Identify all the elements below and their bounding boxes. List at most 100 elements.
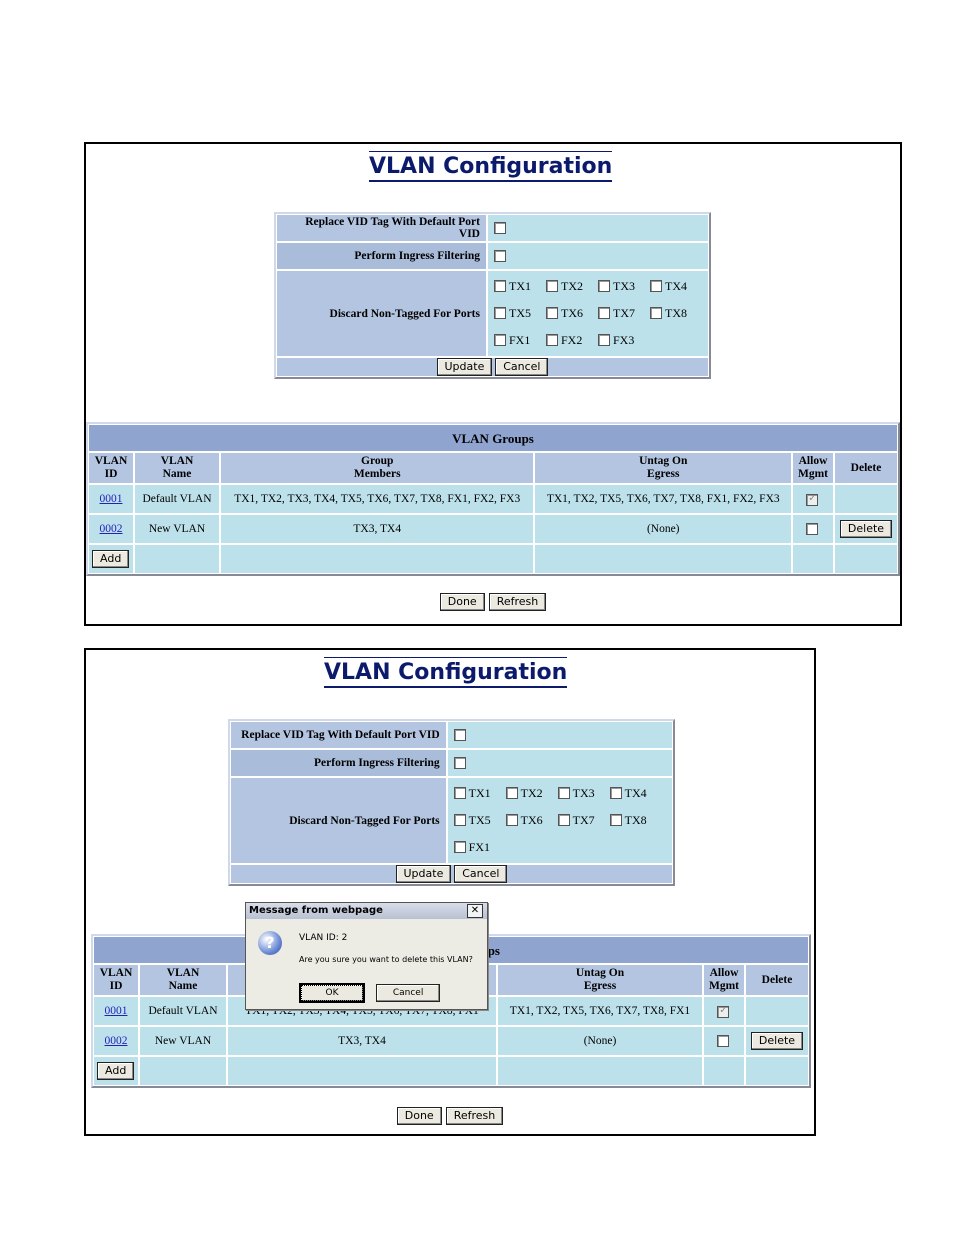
port-label: FX2 xyxy=(561,333,583,347)
untag-egress: (None) xyxy=(534,514,792,544)
vlan-name: New VLAN xyxy=(134,514,220,544)
port-checkbox[interactable] xyxy=(598,280,610,292)
table-row: 0002 New VLAN TX3, TX4 (None) Delete xyxy=(93,1026,809,1056)
port-label: TX4 xyxy=(624,786,647,800)
port-checkbox[interactable] xyxy=(557,814,570,826)
port-tx5-option[interactable]: TX5 xyxy=(494,306,546,321)
port-tx3-option[interactable]: TX3 xyxy=(557,786,610,801)
port-fx1-option[interactable]: FX1 xyxy=(494,333,546,348)
port-tx4-option[interactable]: TX4 xyxy=(650,279,702,294)
port-checkbox[interactable] xyxy=(598,334,610,346)
port-checkbox[interactable] xyxy=(494,280,506,292)
port-checkbox[interactable] xyxy=(546,307,558,319)
port-tx6-option[interactable]: TX6 xyxy=(546,306,598,321)
vlan-id-link-0001[interactable]: 0001 xyxy=(99,493,123,505)
port-fx2-option[interactable]: FX2 xyxy=(546,333,598,348)
refresh-button[interactable]: Refresh xyxy=(445,1107,504,1125)
port-tx1-option[interactable]: TX1 xyxy=(494,279,546,294)
port-label: TX2 xyxy=(520,786,543,800)
allow-mgmt-checkbox[interactable] xyxy=(716,1034,729,1047)
port-checkbox[interactable] xyxy=(557,787,570,799)
port-checkbox[interactable] xyxy=(650,280,662,292)
port-checkbox[interactable] xyxy=(453,841,466,853)
add-button[interactable]: Add xyxy=(92,550,130,568)
vlan-config-panel-2: VLAN Configuration Replace VID Tag With … xyxy=(84,648,816,1136)
port-tx6-option[interactable]: TX6 xyxy=(505,813,558,828)
port-label: TX1 xyxy=(468,786,491,800)
port-tx5-option[interactable]: TX5 xyxy=(453,813,506,828)
port-checkbox[interactable] xyxy=(650,307,662,319)
untag-egress: (None) xyxy=(497,1026,703,1056)
config-table: Replace VID Tag With Default Port VID Pe… xyxy=(274,212,711,379)
delete-button[interactable]: Delete xyxy=(839,520,893,538)
ingress-filtering-checkbox[interactable] xyxy=(453,756,466,769)
port-checkbox[interactable] xyxy=(546,280,558,292)
port-tx4-option[interactable]: TX4 xyxy=(609,786,662,801)
replace-vid-checkbox[interactable] xyxy=(494,221,506,234)
update-button[interactable]: Update xyxy=(436,358,493,376)
vlan-name: New VLAN xyxy=(139,1026,227,1056)
cancel-button[interactable]: Cancel xyxy=(454,865,508,883)
add-button[interactable]: Add xyxy=(97,1062,135,1080)
port-tx8-option[interactable]: TX8 xyxy=(609,813,662,828)
untag-egress: TX1, TX2, TX5, TX6, TX7, TX8, FX1 xyxy=(497,996,703,1026)
ingress-filtering-checkbox[interactable] xyxy=(494,249,506,262)
port-label: TX3 xyxy=(613,279,635,293)
port-checkbox[interactable] xyxy=(453,787,466,799)
port-label: TX5 xyxy=(468,813,491,827)
port-checkbox[interactable] xyxy=(609,814,622,826)
delete-button[interactable]: Delete xyxy=(750,1032,804,1050)
port-label: TX8 xyxy=(624,813,647,827)
header-delete: Delete xyxy=(834,452,898,484)
cancel-button[interactable]: Cancel xyxy=(495,358,549,376)
table-row: 0002 New VLAN TX3, TX4 (None) Delete xyxy=(88,514,898,544)
confirm-delete-dialog: Message from webpage ✕ ? VLAN ID: 2 Are … xyxy=(245,902,488,1010)
vlan-config-panel-1: VLAN Configuration Replace VID Tag With … xyxy=(84,142,902,626)
port-checkbox[interactable] xyxy=(598,307,610,319)
done-button[interactable]: Done xyxy=(439,593,485,611)
port-tx2-option[interactable]: TX2 xyxy=(546,279,598,294)
ok-button[interactable]: OK xyxy=(299,983,365,1003)
vlan-id-link-0001[interactable]: 0001 xyxy=(104,1005,128,1017)
port-tx8-option[interactable]: TX8 xyxy=(650,306,702,321)
port-checkbox[interactable] xyxy=(505,814,518,826)
replace-vid-label: Replace VID Tag With Default Port VID xyxy=(276,214,487,242)
port-checkbox[interactable] xyxy=(546,334,558,346)
port-tx3-option[interactable]: TX3 xyxy=(598,279,650,294)
port-label: TX7 xyxy=(572,813,595,827)
update-button[interactable]: Update xyxy=(395,865,452,883)
untag-egress: TX1, TX2, TX5, TX6, TX7, TX8, FX1, FX2, … xyxy=(534,484,792,514)
port-checkbox[interactable] xyxy=(494,307,506,319)
port-tx7-option[interactable]: TX7 xyxy=(598,306,650,321)
allow-mgmt-checkbox xyxy=(716,1005,729,1018)
port-tx7-option[interactable]: TX7 xyxy=(557,813,610,828)
ingress-filtering-label: Perform Ingress Filtering xyxy=(230,749,447,777)
done-button[interactable]: Done xyxy=(396,1107,442,1125)
allow-mgmt-checkbox[interactable] xyxy=(805,522,818,535)
port-checkbox[interactable] xyxy=(609,787,622,799)
ingress-filtering-label: Perform Ingress Filtering xyxy=(276,242,487,270)
port-label: TX6 xyxy=(520,813,543,827)
port-checkbox[interactable] xyxy=(505,787,518,799)
port-tx2-option[interactable]: TX2 xyxy=(505,786,558,801)
port-label: TX7 xyxy=(613,306,635,320)
page-title: VLAN Configuration xyxy=(324,657,568,688)
dialog-cancel-button[interactable]: Cancel xyxy=(376,984,441,1002)
close-icon[interactable]: ✕ xyxy=(467,904,483,918)
port-label: TX8 xyxy=(665,306,687,320)
port-checkbox[interactable] xyxy=(494,334,506,346)
replace-vid-checkbox[interactable] xyxy=(453,728,466,741)
vlan-id-link-0002[interactable]: 0002 xyxy=(99,523,123,535)
port-fx3-option[interactable]: FX3 xyxy=(598,333,650,348)
port-label: FX1 xyxy=(468,840,490,854)
vlan-id-link-0002[interactable]: 0002 xyxy=(104,1035,128,1047)
refresh-button[interactable]: Refresh xyxy=(488,593,547,611)
port-tx1-option[interactable]: TX1 xyxy=(453,786,506,801)
port-checkbox[interactable] xyxy=(453,814,466,826)
port-fx1-option[interactable]: FX1 xyxy=(453,840,506,855)
dialog-message: Are you sure you want to delete this VLA… xyxy=(299,955,473,964)
port-label: FX3 xyxy=(613,333,635,347)
